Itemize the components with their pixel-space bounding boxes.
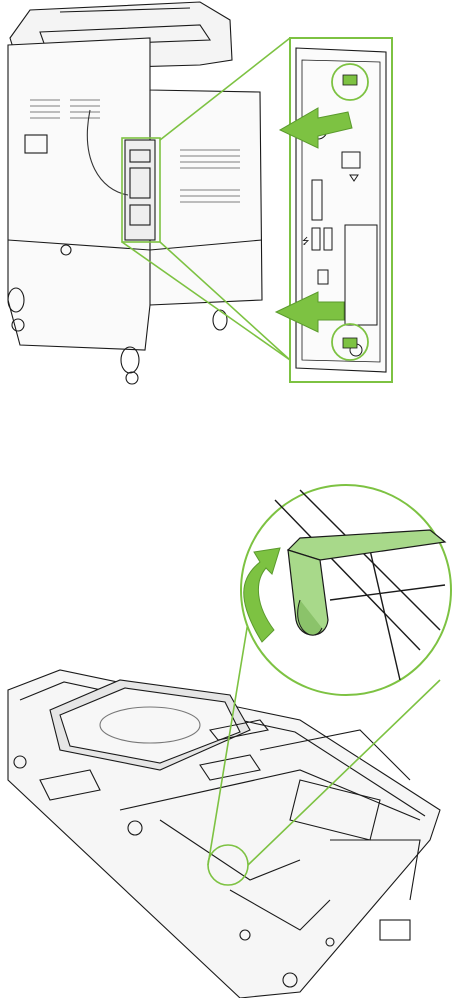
formatter-tray [8,670,440,998]
printer-rear-view-figure: ⭍ [0,0,454,400]
formatter-board-figure [0,480,454,998]
printer-rear-view-svg: ⭍ [0,0,454,400]
release-tab-bottom [343,338,357,348]
latch-magnified [241,485,451,695]
formatter-board-svg [0,480,454,998]
usb-icon: ⭍ [302,236,310,247]
formatter-board-tabs-magnified: ⭍ [290,38,392,382]
release-tab-top [343,75,357,85]
printer-body [8,2,262,384]
